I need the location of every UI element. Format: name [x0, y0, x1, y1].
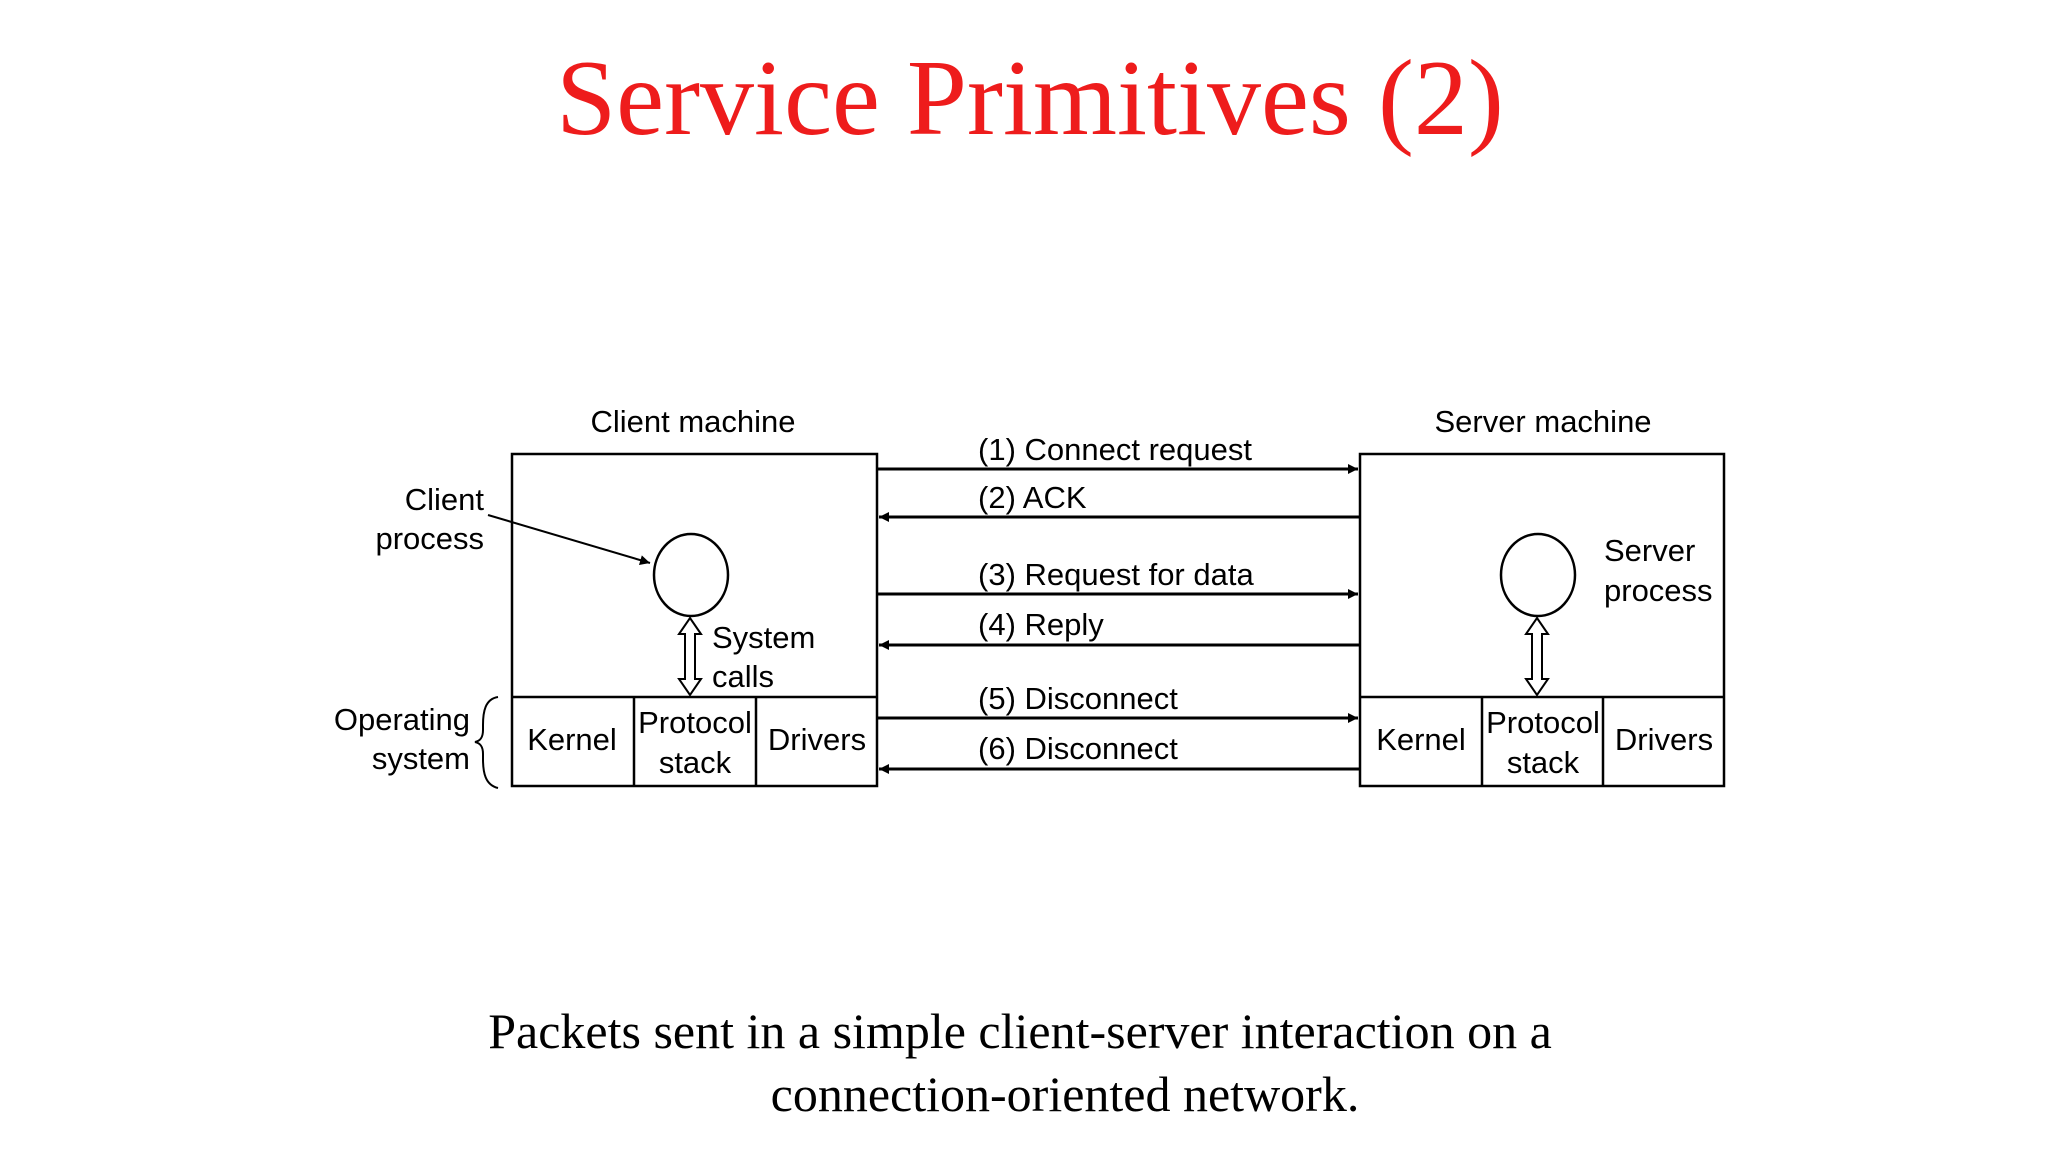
system-calls-label-2: calls: [712, 659, 774, 694]
client-kernel-label: Kernel: [527, 722, 617, 757]
server-machine-box: [1358, 452, 1726, 788]
client-machine-box: [510, 452, 879, 788]
client-stack-label: stack: [659, 745, 732, 780]
server-process-label: Server: [1604, 533, 1695, 568]
slide-title: Service Primitives (2): [556, 39, 1504, 158]
message-6-label: (6) Disconnect: [978, 731, 1178, 766]
operating-system-label-2: system: [372, 741, 470, 776]
server-process-circle: [1499, 532, 1577, 618]
operating-system-label: Operating: [334, 702, 470, 737]
client-process-label-2: process: [375, 521, 484, 556]
caption-line-2: connection-oriented network.: [770, 1066, 1360, 1122]
server-kernel-label: Kernel: [1376, 722, 1466, 757]
system-calls-label: System: [712, 620, 815, 655]
server-machine-heading: Server machine: [1434, 404, 1651, 439]
server-process-label-2: process: [1604, 573, 1713, 608]
client-process-circle: [652, 532, 730, 618]
client-process-pointer: [487, 514, 651, 565]
message-3-label: (3) Request for data: [978, 557, 1254, 592]
server-stack-label: stack: [1507, 745, 1580, 780]
client-drivers-label: Drivers: [768, 722, 866, 757]
client-process-label: Client: [405, 482, 485, 517]
client-protocol-label: Protocol: [638, 705, 752, 740]
caption-line-1: Packets sent in a simple client-server i…: [488, 1003, 1552, 1059]
operating-system-brace: [474, 696, 499, 789]
message-4-label: (4) Reply: [978, 607, 1104, 642]
client-syscall-arrow: [677, 616, 703, 697]
slide-caption: Packets sent in a simple client-server i…: [0, 1000, 2040, 1126]
message-1-label: (1) Connect request: [978, 432, 1252, 467]
server-protocol-label: Protocol: [1486, 705, 1600, 740]
server-syscall-arrow: [1524, 616, 1550, 697]
server-drivers-label: Drivers: [1615, 722, 1713, 757]
message-5-label: (5) Disconnect: [978, 681, 1178, 716]
client-machine-heading: Client machine: [590, 404, 795, 439]
message-2-label: (2) ACK: [978, 480, 1087, 515]
